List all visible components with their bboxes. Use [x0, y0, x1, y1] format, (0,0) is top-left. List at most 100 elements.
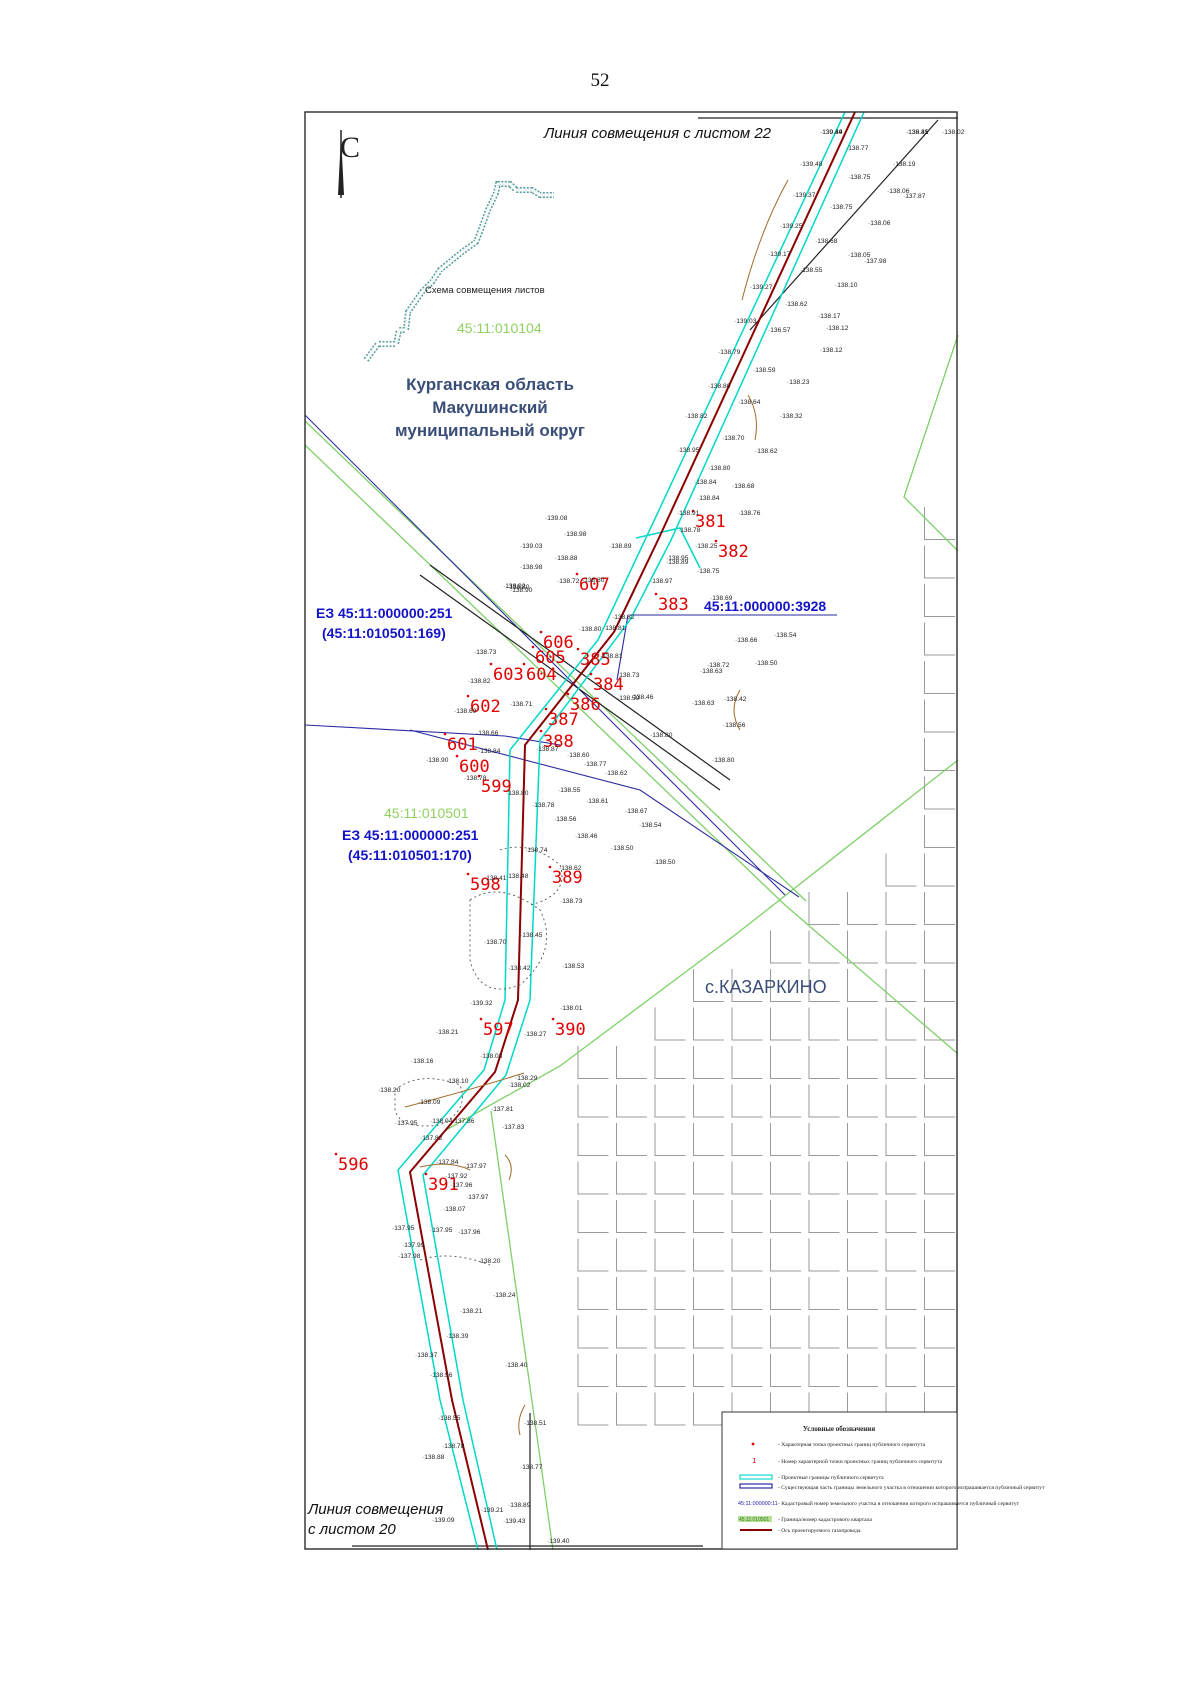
elevation-label: ·138.82: [612, 614, 635, 621]
elevation-label: ·139.44: [820, 129, 843, 136]
elevation-label: ·138.67: [625, 808, 648, 815]
plot-square: [924, 699, 955, 733]
elevation-label: ·138.72: [557, 578, 580, 585]
elevation-label: ·138.63: [692, 700, 715, 707]
elevation-label: ·138.53: [562, 963, 585, 970]
elevation-label: ·139.43: [503, 1518, 526, 1525]
elevation-label: ·138.21: [436, 1029, 459, 1036]
plot-square: [847, 1315, 878, 1349]
plot-square: [808, 1200, 840, 1233]
elevation-label: ·138.20: [478, 1258, 501, 1265]
elevation-label: ·138.59: [753, 367, 776, 374]
elevation-label: ·138.05: [848, 252, 871, 259]
elevation-label: ·138.77: [520, 1464, 543, 1471]
point-marker: [531, 645, 535, 649]
plot-square: [616, 1277, 647, 1310]
elevation-label: ·138.84: [697, 495, 720, 502]
plot-square: [731, 1046, 763, 1079]
plot-square: [885, 892, 917, 925]
elevation-label: ·139.03: [734, 318, 757, 325]
plot-square: [808, 969, 840, 1002]
plot-square: [924, 1123, 955, 1156]
elevation-label: ·138.69: [454, 708, 477, 715]
point-marker: [548, 865, 552, 869]
elevation-label: ·139.03: [520, 543, 543, 550]
point-number-label: 385: [580, 650, 611, 670]
plot-square: [731, 1315, 763, 1349]
elevation-label: ·138.54: [639, 822, 662, 829]
elevation-label: ·137.97: [464, 1163, 487, 1170]
elevation-label: ·138.51: [524, 1420, 547, 1427]
elevation-label: ·138.03: [480, 1053, 503, 1060]
plot-square: [770, 1046, 801, 1079]
elevation-label: ·138.80: [650, 732, 673, 739]
plot-square: [616, 1354, 647, 1387]
plot-square: [770, 1084, 801, 1118]
point-number-label: 383: [658, 595, 689, 615]
plot-square: [770, 930, 801, 964]
region-label-line-2: Макушинский: [432, 398, 548, 417]
point-number-label: 390: [555, 1020, 586, 1040]
village-label: с.КАЗАРКИНО: [705, 977, 827, 997]
elevation-label: ·138.56: [430, 1372, 453, 1379]
elevation-label: ·138.50: [611, 845, 634, 852]
plot-square: [693, 1354, 724, 1387]
elevation-label: ·138.82: [685, 413, 708, 420]
sheet-layout-inset: Схема совмещения листов: [363, 181, 554, 362]
elevation-label: ·138.21: [460, 1308, 483, 1315]
elevation-label: ·138.75: [848, 174, 871, 181]
plot-square: [616, 1238, 647, 1272]
elevation-label: ·138.24: [493, 1292, 516, 1299]
elevation-label: ·138.50: [653, 859, 676, 866]
elevation-label: ·138.06: [887, 188, 910, 195]
elevation-label: ·139.39: [820, 129, 843, 136]
elevation-label: ·138.06: [868, 220, 891, 227]
elevation-label: ·137.95: [430, 1227, 453, 1234]
legend-item: - Характерная точка проектных границ пуб…: [778, 1441, 926, 1448]
region-label-line-3: муниципальный округ: [395, 421, 585, 440]
plot-square: [885, 1161, 917, 1195]
point-number-label: 381: [695, 512, 726, 532]
plot-square: [654, 1354, 686, 1387]
plot-square: [924, 892, 955, 925]
elevation-label: ·138.37: [415, 1352, 438, 1359]
elevation-label: ·138.79: [718, 349, 741, 356]
legend-quarter-sample: 45:11:010501: [739, 1517, 769, 1523]
elevation-label: ·137.99: [402, 1242, 425, 1249]
elevation-label: ·138.42: [508, 965, 531, 972]
elevation-label: ·138.32: [780, 413, 803, 420]
plot-square: [577, 1392, 609, 1426]
plot-square: [731, 969, 763, 1002]
elevation-label: ·139.08: [545, 515, 568, 522]
point-marker: [424, 1172, 428, 1176]
plot-square: [885, 1277, 917, 1310]
elevation-label: ·138.80: [708, 383, 731, 390]
legend: Условные обозначения - Характерная точка…: [721, 1411, 1045, 1550]
elevation-label: ·138.89: [609, 543, 632, 550]
legend-point-icon: [751, 1442, 755, 1446]
elevation-label: ·138.73: [560, 898, 583, 905]
legend-item: - Кадастровый номер земельного участка в…: [778, 1500, 1020, 1507]
plot-square: [924, 853, 955, 887]
plot-square: [808, 1123, 840, 1156]
legend-cadastral-sample: 45:11:000000:11: [738, 1501, 778, 1507]
legend-item: - Проектные границы публичного сервитута: [778, 1474, 884, 1481]
road-lines: [352, 117, 958, 1550]
plot-square: [693, 1392, 724, 1426]
plot-square: [770, 1161, 801, 1195]
plot-square: [847, 969, 878, 1002]
legend-parcel-icon: [739, 1483, 773, 1489]
point-number-label: 387: [548, 710, 579, 730]
point-number-label: 603: [493, 665, 524, 685]
elevation-label: ·137.86: [452, 1118, 475, 1125]
plot-square: [577, 1200, 609, 1233]
point-number-label: 601: [447, 735, 478, 755]
plot-square: [924, 545, 955, 579]
plot-square: [693, 1084, 724, 1118]
elevation-label: ·138.45: [520, 932, 543, 939]
plot-square: [847, 1084, 878, 1118]
elevation-label: ·138.27: [524, 1031, 547, 1038]
page-number: 52: [590, 70, 610, 91]
elevation-label: ·139.45: [906, 129, 929, 136]
plot-square: [885, 1238, 917, 1272]
